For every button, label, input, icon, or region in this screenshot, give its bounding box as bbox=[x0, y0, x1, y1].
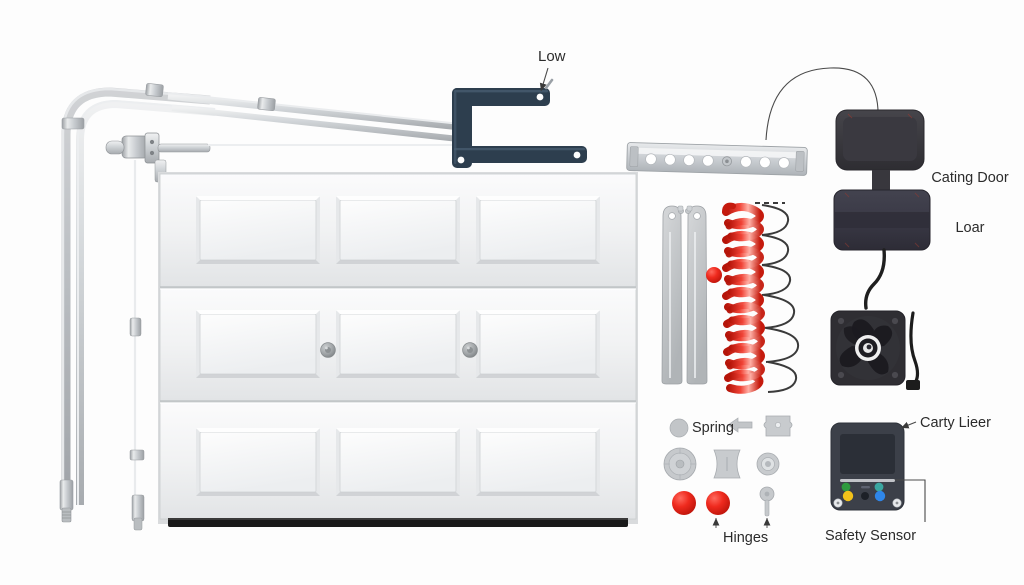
label-opener-line2: Loar bbox=[955, 220, 985, 237]
lift-arm-left bbox=[661, 205, 683, 385]
door-handle-right bbox=[462, 342, 478, 358]
perforated-mounting-rail bbox=[626, 142, 808, 176]
curved-vertical-track bbox=[59, 83, 471, 523]
label-opener-unit: Cating Door Loar bbox=[922, 137, 1018, 254]
cooling-fan bbox=[830, 310, 920, 390]
label-safety-sensor: Safety Sensor bbox=[825, 528, 917, 544]
label-low: Low bbox=[538, 48, 566, 65]
roller-ball bbox=[706, 267, 722, 283]
hardware-parts-grid bbox=[663, 415, 793, 517]
label-spring: Spring bbox=[692, 420, 734, 436]
safety-sensor-leader bbox=[895, 479, 926, 522]
label-carty-lieer: Carty Lieer bbox=[920, 415, 991, 431]
door-panel-group-1 bbox=[196, 196, 600, 264]
garage-door-opener-unit bbox=[835, 109, 925, 192]
led-yellow bbox=[842, 490, 854, 502]
label-opener-line1: Cating Door bbox=[931, 170, 1009, 187]
lift-arm-bars bbox=[661, 205, 708, 385]
low-leader-line bbox=[539, 67, 549, 92]
hinges-leader-lines bbox=[712, 518, 771, 528]
lift-arm-right bbox=[686, 205, 708, 385]
door-panel-group-2 bbox=[196, 310, 600, 378]
wedge-arrow-part bbox=[727, 417, 753, 433]
spool-bobbin-part bbox=[713, 449, 741, 479]
bottom-weather-seal bbox=[168, 518, 628, 527]
pin-bolt-part bbox=[759, 486, 775, 517]
wall-control-panel bbox=[830, 422, 905, 511]
red-roller-left bbox=[672, 491, 696, 515]
door-side-track bbox=[129, 160, 154, 531]
red-roller-right bbox=[706, 491, 730, 515]
door-panel-group-3 bbox=[196, 428, 600, 496]
led-teal bbox=[874, 482, 884, 492]
gray-disc-part bbox=[669, 418, 689, 438]
washer-ring-part bbox=[756, 452, 780, 476]
gear-disc-part bbox=[663, 447, 697, 481]
led-green bbox=[841, 482, 851, 492]
carty-lieer-leader bbox=[900, 421, 917, 429]
rail-to-opener-leader bbox=[765, 67, 882, 141]
hinge-plate-part bbox=[763, 415, 793, 437]
door-arm-bracket bbox=[452, 78, 587, 168]
led-blue bbox=[874, 490, 886, 502]
opener-motor-housing bbox=[833, 189, 931, 310]
door-handle-left bbox=[320, 342, 336, 358]
torsion-spring-assembly bbox=[722, 202, 800, 394]
label-hinges: Hinges bbox=[723, 530, 769, 546]
sectional-garage-door bbox=[158, 172, 638, 527]
